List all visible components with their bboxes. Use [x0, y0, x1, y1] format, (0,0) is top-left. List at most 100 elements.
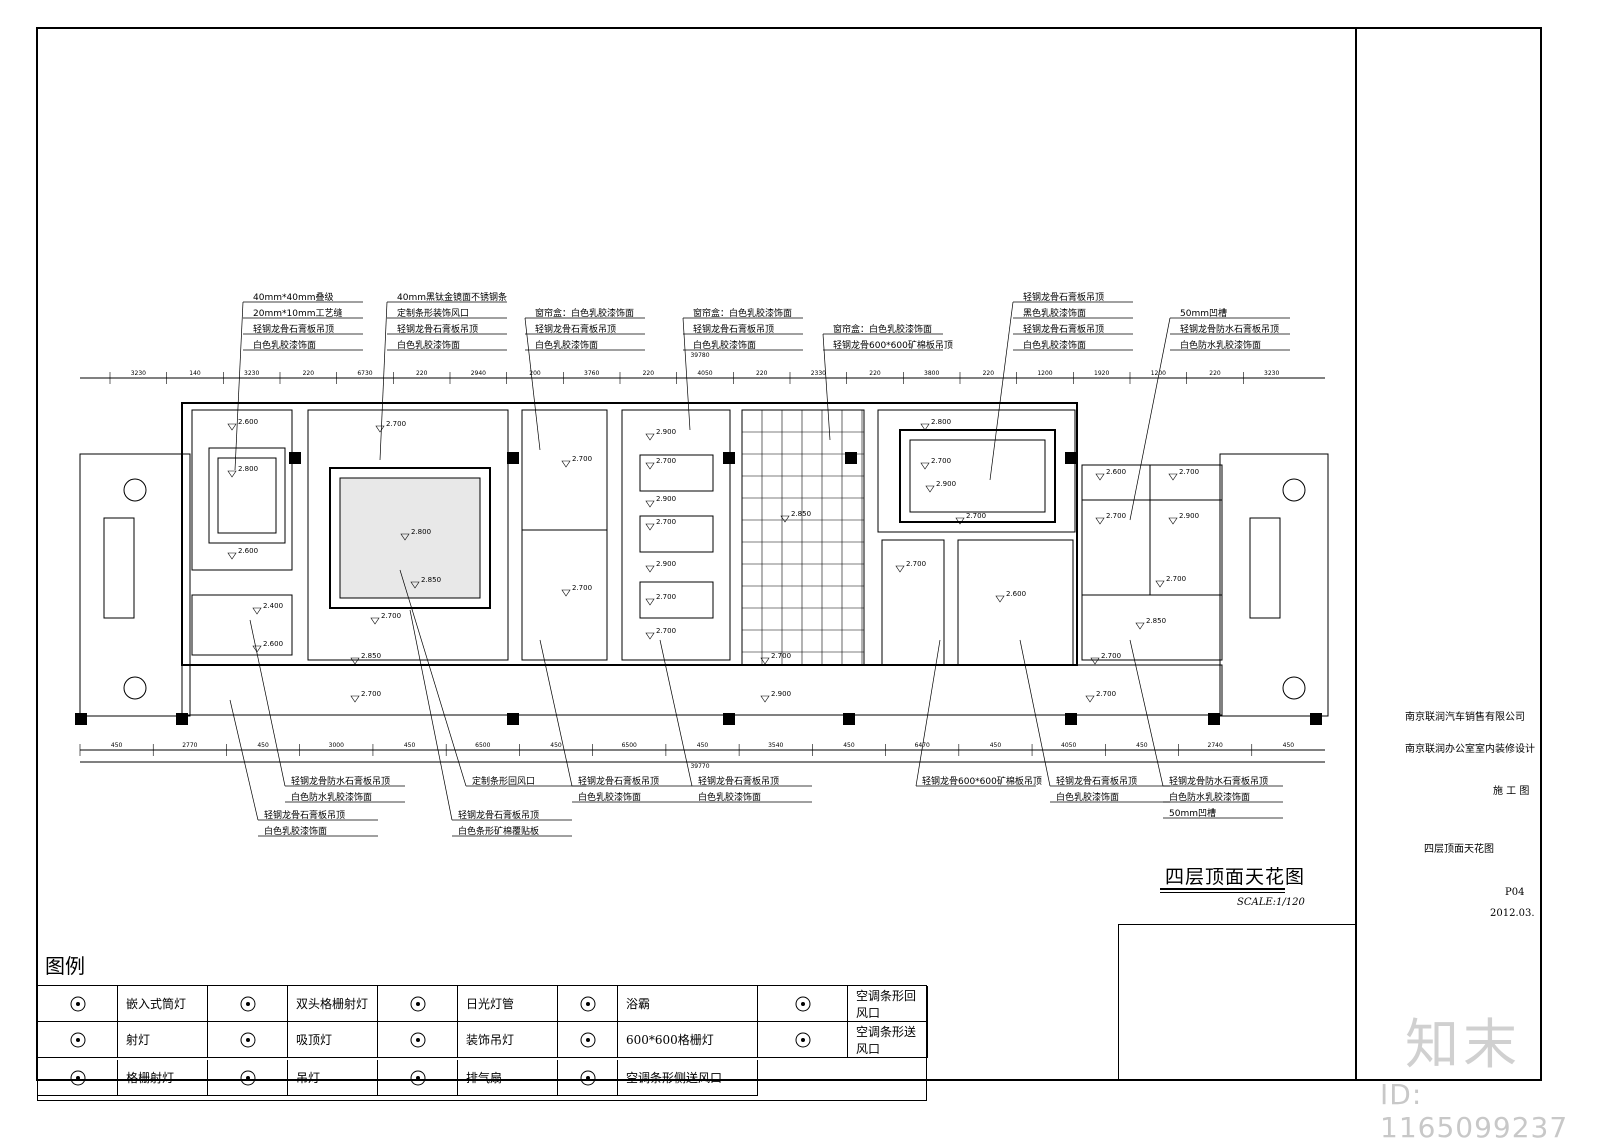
title-block-company: 南京联润汽车销售有限公司 [1405, 712, 1525, 723]
elevation-label: 2.600 [263, 640, 283, 648]
dimension-label: 450 [697, 742, 709, 749]
top-annotation-text: 轻钢龙骨石膏板吊顶 [1023, 323, 1104, 335]
top-annotation-text: 20mm*10mm工艺缝 [253, 307, 342, 319]
structural-column [176, 713, 188, 725]
top-annotation-text: 轻钢龙骨石膏板吊顶 [397, 323, 478, 335]
elevation-label: 2.600 [238, 547, 258, 555]
top-annotation-text: 定制条形装饰风口 [397, 307, 469, 319]
title-block-date: 2012.03. [1490, 908, 1535, 919]
elevation-label: 2.700 [656, 518, 676, 526]
elevation-label: 2.700 [1106, 512, 1126, 520]
dimension-label: 140 [189, 370, 201, 377]
legend-label: 射灯 [118, 1022, 208, 1058]
dimension-label: 2940 [471, 370, 486, 377]
dimension-label: 6470 [915, 742, 930, 749]
bottom-annotation-text: 轻钢龙骨石膏板吊顶 [458, 809, 539, 821]
legend-label: 600*600格栅灯 [618, 1022, 758, 1058]
dimension-label: 3760 [584, 370, 599, 377]
elevation-label: 2.850 [421, 576, 441, 584]
elevation-label: 2.700 [1096, 690, 1116, 698]
bottom-annotation-text: 白色乳胶漆饰面 [1056, 791, 1119, 803]
dimension-label: 450 [1136, 742, 1148, 749]
top-annotation-text: 白色乳胶漆饰面 [253, 339, 316, 351]
bottom-annotation-text: 白色防水乳胶漆饰面 [291, 791, 372, 803]
drawing-title-underline [1160, 888, 1285, 893]
structural-column [723, 452, 735, 464]
bottom-annotation-text: 白色乳胶漆饰面 [578, 791, 641, 803]
bottom-annotation-text: 轻钢龙骨石膏板吊顶 [698, 775, 779, 787]
dimension-label: 2330 [811, 370, 826, 377]
elevation-label: 2.700 [1179, 468, 1199, 476]
elevation-marker [1085, 695, 1095, 703]
dimension-label: 450 [257, 742, 269, 749]
elevation-marker [370, 617, 380, 625]
legend-label: 嵌入式筒灯 [118, 986, 208, 1022]
elevation-marker [920, 462, 930, 470]
elevation-marker [1095, 473, 1105, 481]
elevation-label: 2.600 [1106, 468, 1126, 476]
dimension-total-bottom: 39770 [690, 763, 709, 770]
dimension-label: 450 [1283, 742, 1295, 749]
elevation-label: 2.900 [936, 480, 956, 488]
legend-label: 空调条形回风口 [848, 986, 928, 1022]
elevation-marker [645, 565, 655, 573]
elevation-marker [1168, 517, 1178, 525]
elevation-label: 2.700 [656, 457, 676, 465]
legend-label: 装饰吊灯 [458, 1022, 558, 1058]
top-annotation-text: 窗帘盒：白色乳胶漆饰面 [535, 307, 634, 319]
dimension-label: 220 [869, 370, 881, 377]
structural-column [1065, 452, 1077, 464]
elevation-label: 2.900 [656, 560, 676, 568]
exhaust-fan-icon [378, 1060, 458, 1096]
top-annotation-text: 白色乳胶漆饰面 [535, 339, 598, 351]
top-annotation-text: 轻钢龙骨石膏板吊顶 [253, 323, 334, 335]
elevation-marker [400, 533, 410, 541]
bottom-annotation-text: 轻钢龙骨石膏板吊顶 [264, 809, 345, 821]
bath-heater-icon [558, 986, 618, 1022]
dimension-label: 1920 [1094, 370, 1109, 377]
title-block-stage: 施 工 图 [1493, 786, 1530, 797]
elevation-label: 2.850 [1146, 617, 1166, 625]
top-annotation-text: 40mm*40mm叠级 [253, 291, 333, 303]
top-annotation-text: 白色乳胶漆饰面 [397, 339, 460, 351]
legend-label: 双头格栅射灯 [288, 986, 378, 1022]
elevation-marker [1155, 580, 1165, 588]
elevation-marker [645, 433, 655, 441]
elevation-marker [410, 581, 420, 589]
recessed-downlight-icon [38, 986, 118, 1022]
drawing-scale: SCALE:1/120 [1237, 897, 1305, 908]
top-annotation-text: 40mm黑钛金镜面不锈钢条 [397, 291, 507, 303]
elevation-label: 2.700 [386, 420, 406, 428]
drawing-title: 四层顶面天花图 [1165, 866, 1306, 888]
dimension-label: 3230 [244, 370, 259, 377]
dimension-label: 4050 [1061, 742, 1076, 749]
elevation-label: 2.700 [572, 584, 592, 592]
structural-column [845, 452, 857, 464]
elevation-marker [645, 462, 655, 470]
elevation-label: 2.700 [572, 455, 592, 463]
double-grille-spotlight-icon [208, 986, 288, 1022]
dimension-label: 450 [550, 742, 562, 749]
elevation-marker [760, 695, 770, 703]
elevation-marker [645, 598, 655, 606]
title-block-drawing-no: P04 [1505, 887, 1525, 898]
dimension-label: 6500 [622, 742, 637, 749]
elevation-label: 2.700 [931, 457, 951, 465]
dimension-label: 220 [303, 370, 315, 377]
top-annotation-text: 白色乳胶漆饰面 [1023, 339, 1086, 351]
bottom-annotation-text: 轻钢龙骨石膏板吊顶 [1056, 775, 1137, 787]
elevation-marker [645, 523, 655, 531]
elevation-label: 2.700 [966, 512, 986, 520]
dimension-label: 3000 [329, 742, 344, 749]
spotlight-icon [38, 1022, 118, 1058]
dimension-label: 2770 [182, 742, 197, 749]
elevation-marker [995, 595, 1005, 603]
top-annotation-text: 轻钢龙骨防水石膏板吊顶 [1180, 323, 1279, 335]
elevation-label: 2.700 [656, 593, 676, 601]
elevation-marker [252, 607, 262, 615]
structural-column [507, 452, 519, 464]
elevation-marker [350, 657, 360, 665]
elevation-marker [252, 645, 262, 653]
fluorescent-tube-icon [378, 986, 458, 1022]
